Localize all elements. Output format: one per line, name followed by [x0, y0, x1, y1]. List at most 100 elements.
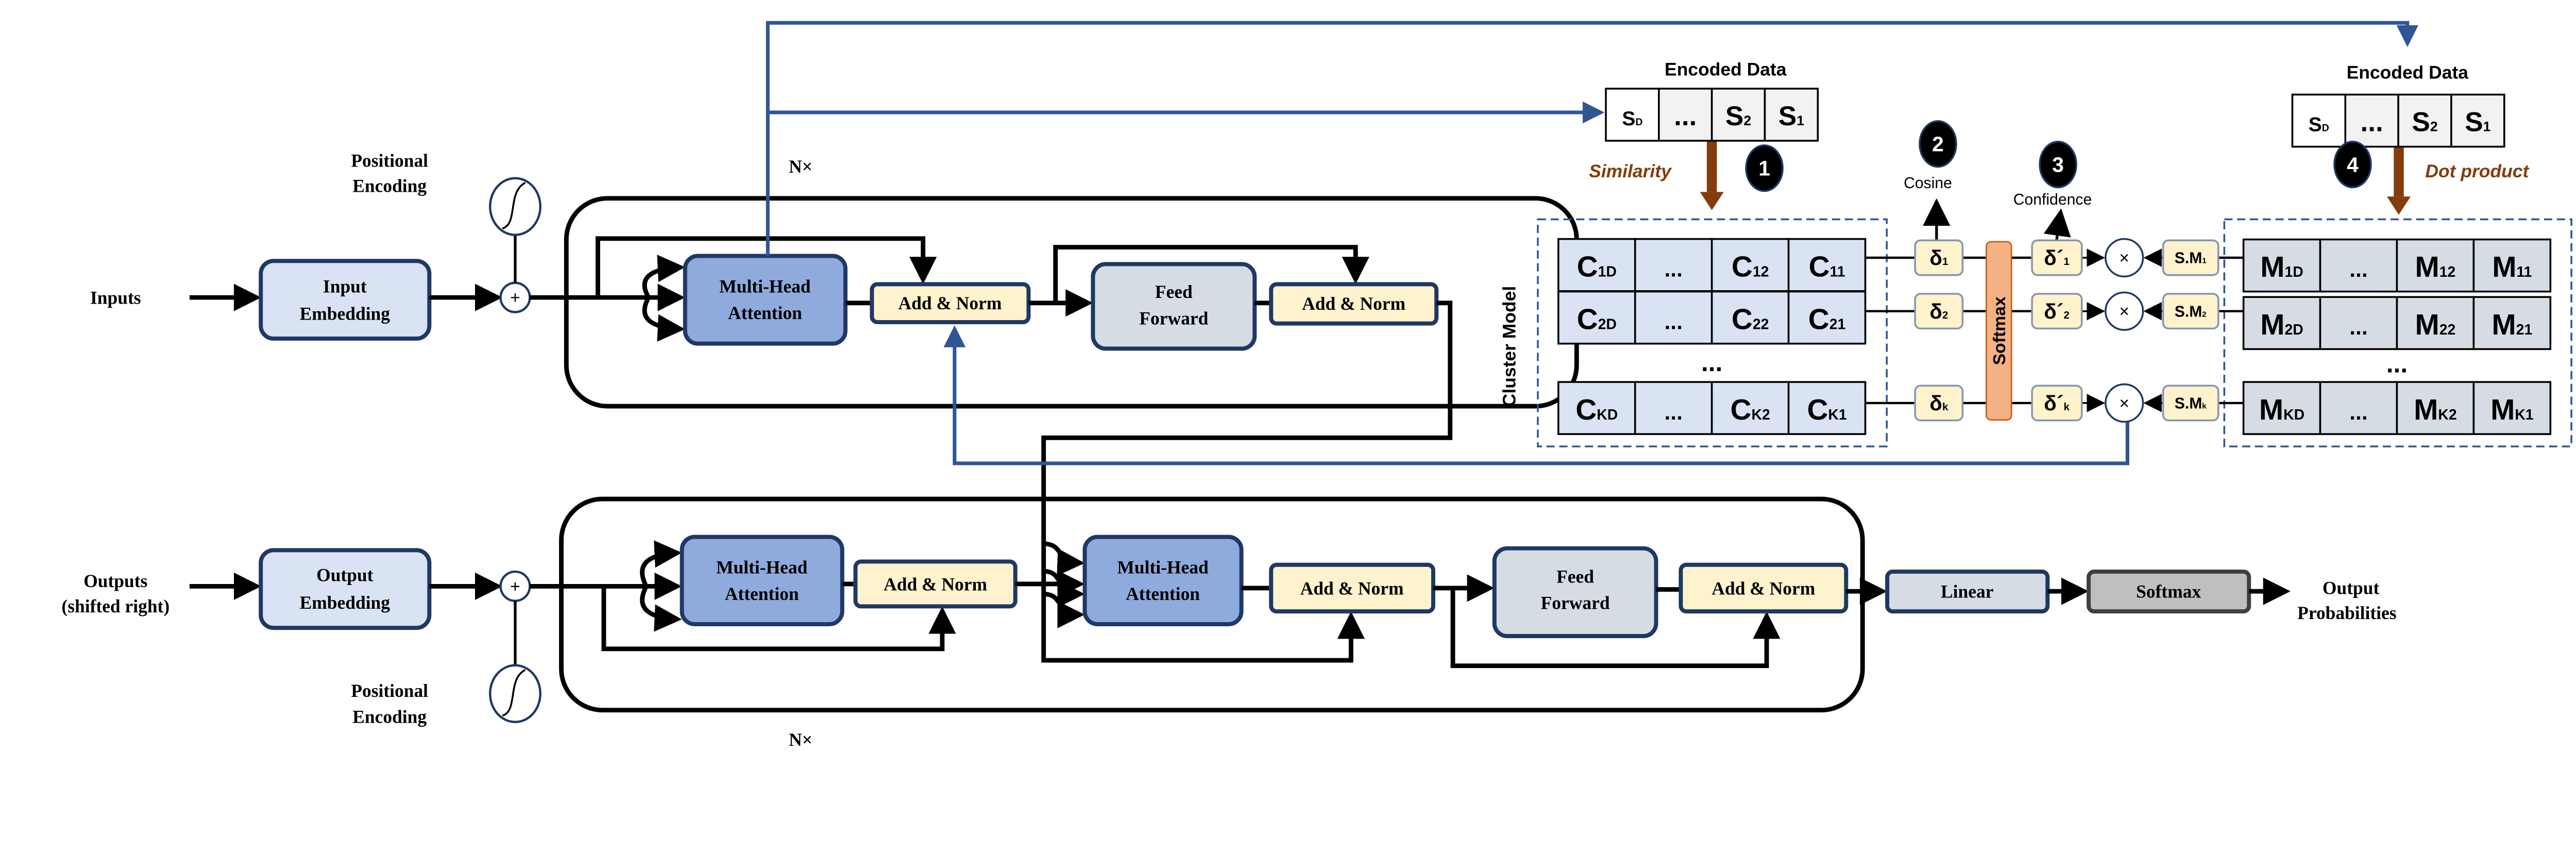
input-embedding-label: Embedding — [300, 304, 391, 324]
memory-value: M21 — [2492, 309, 2532, 341]
confidence-score: δ´k — [2044, 391, 2070, 415]
mha-label: Multi-Head — [1117, 557, 1209, 578]
cosine-label: Cosine — [1904, 175, 1952, 192]
link-to-encoded-data-right — [766, 21, 2419, 256]
cosine-score-base: δ — [1929, 391, 1942, 415]
memory-value-subscript: 12 — [2439, 264, 2456, 280]
feed-forward-label: Feed — [1556, 566, 1594, 587]
memory-weight-box — [2162, 385, 2219, 422]
residual-connection — [596, 236, 937, 298]
input-embedding-label: Input — [323, 276, 367, 296]
cluster-centroid-value-base: C — [1577, 303, 1598, 336]
arrow — [2043, 208, 2071, 240]
cosine-score-box — [1914, 293, 1964, 330]
memory-weight: S.Mk — [2175, 395, 2207, 412]
cluster-centroid-cell — [1634, 290, 1713, 345]
add-norm-label: Add & Norm — [1302, 293, 1405, 314]
confidence-score-box — [2031, 293, 2083, 330]
encoded-data-value: S2 — [2412, 107, 2437, 137]
memory-value: MK2 — [2414, 394, 2457, 426]
memory-value-base: M — [2490, 394, 2515, 426]
arrow — [1043, 592, 1085, 628]
step-number: 4 — [2347, 153, 2359, 176]
memory-value: MKD — [2259, 394, 2304, 426]
memory-weight-box — [2162, 293, 2219, 330]
positional-encoding-label: Positional — [351, 151, 428, 171]
arrow — [642, 296, 685, 342]
memory-cell — [2242, 238, 2321, 293]
sine-curve — [502, 669, 526, 716]
confidence-score-box — [2031, 239, 2083, 276]
encoded-data-value-base: S — [2309, 113, 2322, 136]
cluster-centroid-value: C1D — [1577, 251, 1617, 283]
confidence-score-base: δ´ — [2044, 391, 2063, 415]
confidence-score-box — [2031, 385, 2083, 422]
dot-product-label: Dot product — [2425, 161, 2530, 181]
similarity-label: Similarity — [1589, 161, 1672, 181]
cluster-centroid-value-subscript: 1D — [1598, 263, 1617, 280]
encoded-data-value-base: S — [1725, 101, 1743, 131]
cluster-centroid-value-base: C — [1808, 303, 1829, 336]
encoded-data-cell — [2291, 93, 2347, 148]
memory-weight-base: S.M — [2175, 250, 2202, 267]
cluster-centroid-cell — [1710, 290, 1790, 345]
multiply-sign: × — [2119, 249, 2129, 268]
add-norm-label: Add & Norm — [884, 574, 987, 594]
encoder-feed-forward-box — [1091, 262, 1257, 351]
cluster-centroid-value-subscript: KD — [1597, 407, 1618, 423]
row-ellipsis: ... — [1701, 348, 1722, 377]
encoded-data-value-subscript: 1 — [2483, 119, 2491, 134]
cluster-centroid-value: ... — [1664, 309, 1682, 334]
cluster-model-box — [1537, 218, 1888, 447]
mha-label: Multi-Head — [716, 557, 808, 578]
sine-wave-icon — [489, 664, 541, 723]
output-probabilities-label: Output — [2323, 577, 2380, 598]
encoded-data-value: ... — [2361, 107, 2383, 137]
cluster-centroid-cell — [1634, 381, 1713, 435]
cluster-centroid-value-base: C — [1809, 251, 1830, 283]
encoded-data-value: SD — [1622, 108, 1642, 130]
memory-value-base: M — [2492, 251, 2516, 283]
confidence-score-subscript: k — [2063, 402, 2070, 413]
cosine-score-subscript: k — [1942, 402, 1948, 413]
memory-cell — [2472, 238, 2552, 293]
sine-wave-icon — [489, 177, 541, 236]
cluster-centroid-cell — [1787, 381, 1867, 435]
memory-value-base: ... — [2349, 315, 2367, 340]
memory-value-base: M — [2260, 251, 2284, 283]
memory-value-subscript: K2 — [2438, 407, 2456, 423]
memory-value-base: M — [2415, 251, 2439, 283]
encoded-data-cell — [1710, 88, 1766, 142]
confidence-score-subscript: 2 — [2063, 310, 2069, 321]
cosine-score-box — [1914, 385, 1964, 422]
cluster-centroid-cell — [1634, 238, 1713, 292]
cluster-centroid-cell — [1787, 290, 1867, 345]
cosine-score: δ2 — [1929, 299, 1948, 323]
cluster-centroid-value-subscript: 2D — [1598, 316, 1617, 332]
memory-cell — [2319, 296, 2398, 351]
row-ellipsis: ... — [2386, 349, 2408, 378]
encoded-data-cell — [1605, 88, 1660, 142]
memory-value-base: ... — [2349, 400, 2367, 425]
cosine-score-subscript: 1 — [1942, 256, 1948, 268]
encoded-data-value-subscript: 1 — [1797, 113, 1804, 128]
add-norm-label: Add & Norm — [899, 293, 1002, 313]
cluster-centroid-value: C2D — [1577, 303, 1617, 336]
cosine-score-subscript: 2 — [1942, 310, 1948, 321]
cluster-centroid-value-base: C — [1575, 394, 1597, 426]
cluster-centroid-value: CK2 — [1731, 394, 1770, 426]
arrow — [1043, 569, 1085, 608]
input-embedding-box — [259, 259, 432, 341]
cluster-centroid-value-base: C — [1731, 394, 1752, 426]
step-number: 3 — [2052, 153, 2064, 176]
encoded-data-value: S1 — [1778, 101, 1804, 131]
cosine-score-box — [1914, 239, 1964, 276]
mha-label: Attention — [728, 303, 802, 323]
link-back-to-add-norm — [943, 325, 2129, 465]
memory-weight-base: S.M — [2175, 395, 2202, 412]
memory-cell — [2319, 238, 2398, 293]
cluster-centroid-value: C11 — [1809, 251, 1845, 283]
memory-cell — [2242, 381, 2321, 435]
memory-value-subscript: KD — [2283, 407, 2304, 423]
memory-value-base: M — [2259, 394, 2283, 426]
